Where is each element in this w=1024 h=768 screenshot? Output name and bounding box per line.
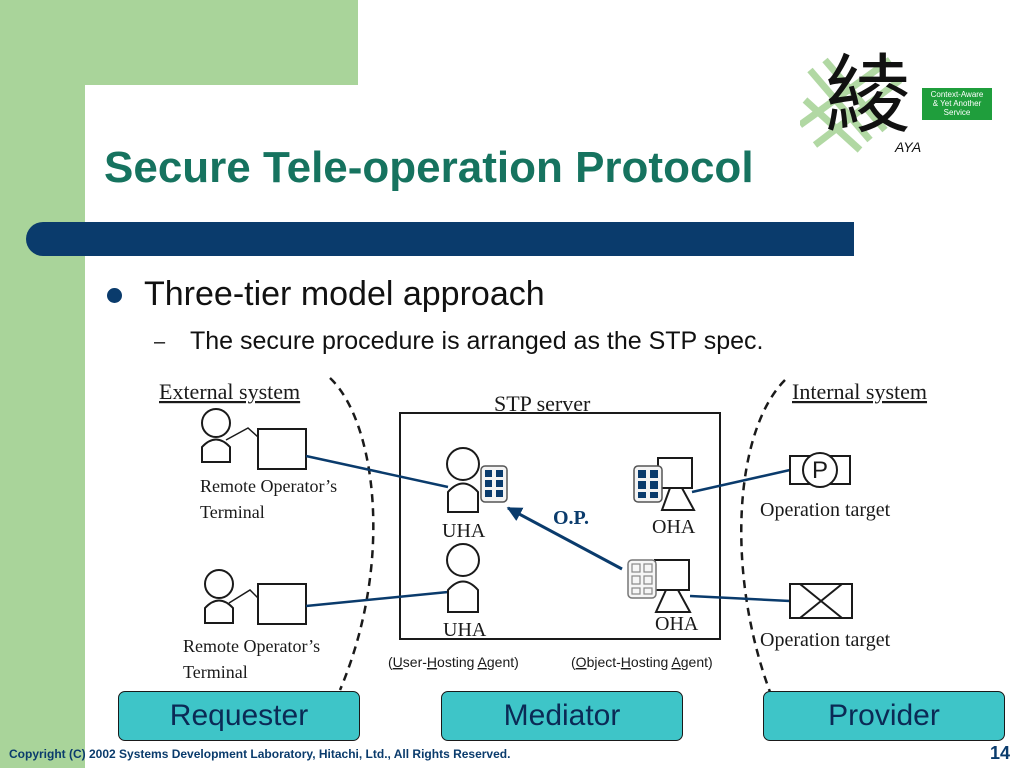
stp-server-label: STP server bbox=[494, 391, 591, 416]
oha-definition: (Object-Hosting Agent) bbox=[571, 654, 713, 670]
operation-target-1-label: Operation target bbox=[760, 499, 891, 521]
op-label: O.P. bbox=[553, 507, 589, 529]
oha-1-label: OHA bbox=[652, 516, 696, 538]
sidebar-band bbox=[0, 0, 85, 768]
connection-line bbox=[691, 468, 791, 494]
terminal-1-label-line2: Terminal bbox=[200, 502, 265, 522]
copyright-footer: Copyright (C) 2002 Systems Development L… bbox=[9, 747, 511, 761]
logo-tagline-1: Context-Aware bbox=[931, 90, 984, 99]
logo-name: AYA bbox=[894, 139, 921, 155]
stp-server-box bbox=[399, 412, 721, 640]
bullet-dot bbox=[107, 288, 122, 303]
terminal-icon bbox=[257, 428, 307, 470]
operation-target-valve-icon bbox=[789, 583, 853, 619]
uha-definition: (User-Hosting Agent) bbox=[388, 654, 519, 670]
operator-icon bbox=[204, 569, 234, 624]
internal-system-label: Internal system bbox=[792, 379, 927, 404]
uha-agent-icon bbox=[446, 543, 480, 613]
logo-tagline-3: Service bbox=[944, 108, 971, 117]
terminal-icon bbox=[257, 583, 307, 625]
terminal-2-label-line1: Remote Operator’s bbox=[183, 636, 320, 656]
slide-title: Secure Tele-operation Protocol bbox=[104, 143, 754, 192]
logo-tagline-2: & Yet Another bbox=[933, 99, 982, 108]
operator-icon bbox=[201, 408, 231, 463]
terminal-2-label-line2: Terminal bbox=[183, 662, 248, 682]
bullet-text: Three-tier model approach bbox=[144, 275, 545, 313]
connection-line bbox=[689, 594, 791, 603]
external-system-label: External system bbox=[159, 379, 300, 404]
provider-box: Provider bbox=[763, 691, 1005, 741]
aya-logo: 綾 Context-Aware & Yet Another Service AY… bbox=[800, 46, 992, 155]
sub-bullet-dash: – bbox=[154, 331, 166, 353]
connection-line bbox=[305, 454, 449, 489]
oha-2-label: OHA bbox=[655, 613, 699, 635]
requester-box: Requester bbox=[118, 691, 360, 741]
operation-target-2-label: Operation target bbox=[760, 629, 891, 651]
op-arrow bbox=[506, 506, 623, 571]
mediator-box: Mediator bbox=[441, 691, 683, 741]
operation-target-p-icon bbox=[789, 452, 851, 488]
top-band bbox=[85, 0, 358, 85]
oha-agent-icon bbox=[627, 559, 692, 613]
internal-boundary bbox=[740, 379, 786, 693]
uha-1-label: UHA bbox=[442, 520, 486, 542]
logo-kanji: 綾 bbox=[825, 46, 911, 146]
external-boundary bbox=[329, 377, 375, 691]
connection-line bbox=[305, 590, 449, 608]
p-symbol: P bbox=[812, 457, 828, 484]
terminal-1-label-line1: Remote Operator’s bbox=[200, 476, 337, 496]
uha-2-label: UHA bbox=[443, 619, 487, 641]
title-underline-bar bbox=[26, 222, 854, 256]
sub-bullet-text: The secure procedure is arranged as the … bbox=[190, 327, 764, 355]
page-number: 14 bbox=[989, 743, 1010, 763]
oha-agent-icon bbox=[633, 457, 696, 511]
uha-agent-icon bbox=[446, 447, 508, 513]
